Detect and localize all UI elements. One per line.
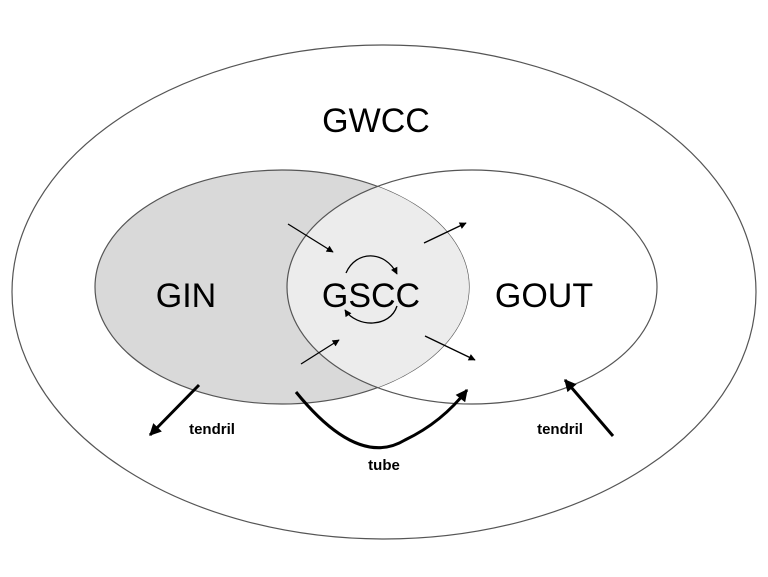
tube-label: tube bbox=[368, 457, 400, 474]
gscc-cycle-arrow-bottom bbox=[344, 305, 398, 324]
arrow-tube bbox=[294, 389, 469, 450]
gscc-cycle-arrow-top bbox=[345, 255, 398, 275]
tendril-left-label: tendril bbox=[189, 421, 235, 438]
arrow-gin-to-gscc-lower bbox=[300, 339, 340, 365]
gin-label: GIN bbox=[156, 277, 216, 315]
gout-label: GOUT bbox=[495, 277, 593, 315]
arrow-gscc-to-gout-upper bbox=[423, 222, 467, 244]
gout-ellipse bbox=[286, 169, 658, 405]
arrow-gin-to-gscc-upper bbox=[287, 223, 334, 253]
gwcc-label: GWCC bbox=[322, 102, 430, 140]
arrow-tendril-left bbox=[148, 383, 201, 437]
gscc-region bbox=[287, 170, 469, 404]
gscc-label: GSCC bbox=[322, 277, 420, 315]
arrow-tendril-right bbox=[563, 379, 615, 437]
tendril-right-label: tendril bbox=[537, 421, 583, 438]
arrow-gscc-to-gout-lower bbox=[424, 335, 476, 361]
